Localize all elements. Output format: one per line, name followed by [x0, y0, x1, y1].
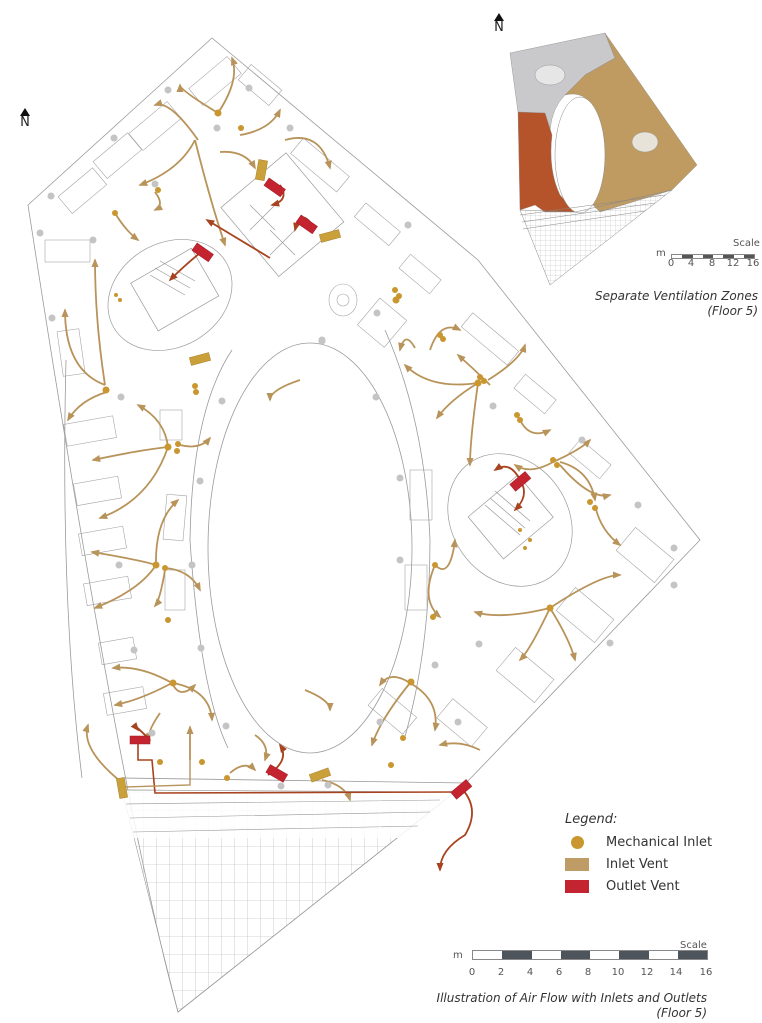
inlet-vents	[116, 159, 342, 799]
inset-ventilation-zones	[509, 32, 698, 286]
extract-points	[36, 84, 678, 790]
stair-core-north	[107, 239, 233, 351]
mechanical-inlets	[102, 109, 598, 781]
terrace-paving	[121, 789, 462, 1013]
lift-core	[220, 152, 345, 277]
exhaust-duct	[137, 740, 456, 794]
north-arrow-icon	[494, 13, 504, 21]
supply-duct	[124, 760, 191, 788]
airflow-inlet-arrows	[61, 56, 622, 802]
inset-caption: Separate Ventilation Zones (Floor 5)	[595, 289, 758, 318]
legend: Legend: Mechanical Inlet Inlet Vent Outl…	[565, 812, 755, 897]
inset-scale-bar: Scale m 0 4 8 12 16	[656, 238, 760, 269]
north-arrow-inset: N	[489, 13, 509, 34]
north-arrow-main: N	[15, 108, 35, 129]
north-arrow-icon	[20, 108, 30, 116]
legend-item-mechanical-inlet: Mechanical Inlet	[565, 831, 755, 853]
main-caption: Illustration of Air Flow with Inlets and…	[436, 991, 707, 1020]
legend-item-outlet-vent: Outlet Vent	[565, 875, 755, 897]
furniture	[44, 56, 675, 748]
outlet-vent-icon	[565, 879, 589, 893]
mechanical-inlet-icon	[571, 835, 584, 849]
legend-item-inlet-vent: Inlet Vent	[565, 853, 755, 875]
airflow-outlet-arrows	[130, 184, 525, 872]
outlet-vents	[129, 177, 532, 800]
stair-core-east	[447, 453, 573, 587]
main-scale-bar: Scale m 0 2 4 6 8 10 12 14 16	[453, 940, 713, 978]
inlet-vent-icon	[565, 857, 589, 871]
